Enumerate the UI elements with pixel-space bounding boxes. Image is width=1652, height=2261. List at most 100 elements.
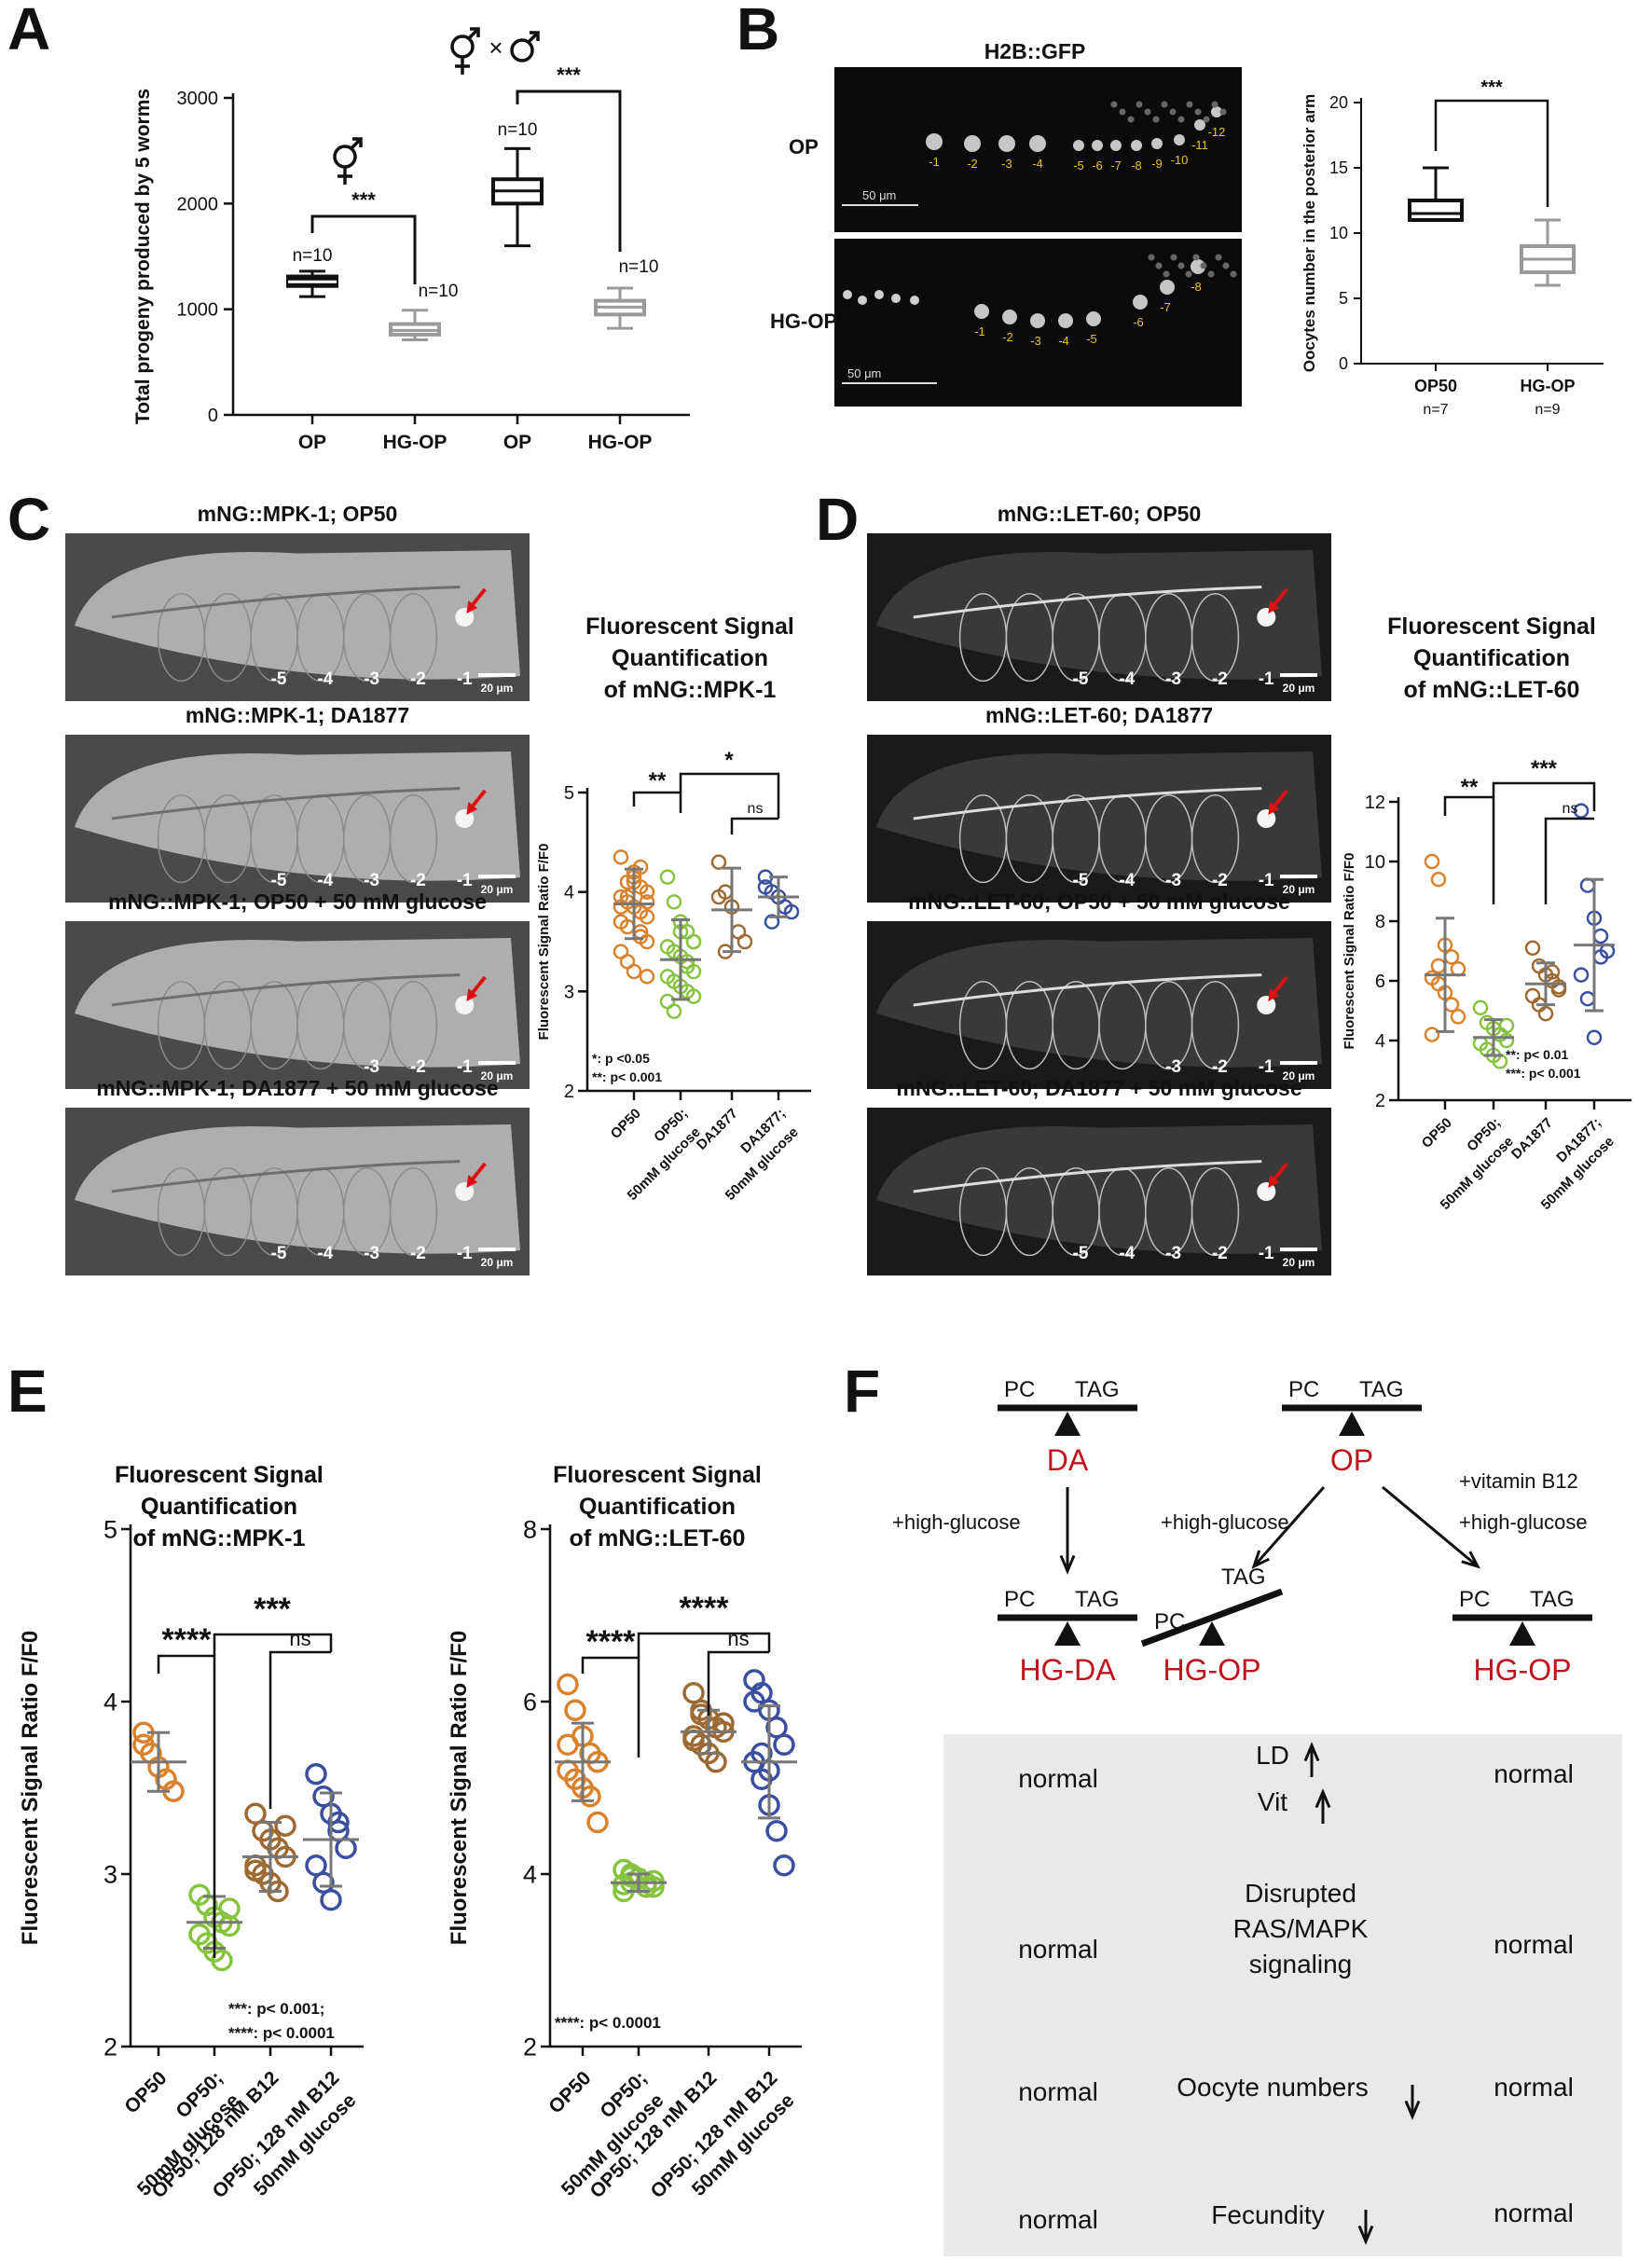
scale-beam xyxy=(1140,1588,1284,1647)
op-nucleus xyxy=(1174,134,1185,145)
micrograph-title: mNG::MPK-1; DA1877 xyxy=(185,703,410,727)
micrograph-title: mNG::LET-60; OP50 + 50 mM glucose xyxy=(908,889,1290,914)
hgop-b12-label: HG-OP xyxy=(1474,1653,1572,1687)
op-nucleus xyxy=(998,135,1015,152)
hgop-nucleus xyxy=(1191,259,1205,274)
germ-nucleus xyxy=(910,296,919,305)
data-point xyxy=(620,1866,642,1888)
data-point xyxy=(764,914,780,930)
herm-arrowhead xyxy=(352,137,363,147)
ld-label: LD xyxy=(1256,1741,1289,1770)
n-label: n=10 xyxy=(498,120,538,140)
op-oocyte-number: -2 xyxy=(967,157,978,171)
oocyte-position-label: -3 xyxy=(364,1244,379,1263)
row-right-text: normal xyxy=(1494,1759,1574,1788)
y-tick-label: 2 xyxy=(103,2033,117,2061)
bright-signal xyxy=(455,608,475,627)
da-label: DA xyxy=(1047,1443,1089,1477)
data-point xyxy=(1524,940,1541,957)
oocyte-position-label: -5 xyxy=(1073,669,1089,689)
sig-label: ns xyxy=(727,1627,749,1650)
chart-title: Quantification xyxy=(579,1494,736,1520)
footnote: **: p< 0.001 xyxy=(592,1069,662,1084)
bright-signal xyxy=(1257,809,1276,828)
germ-nucleus xyxy=(874,290,884,299)
op-label: OP xyxy=(1330,1443,1373,1477)
panel-label-d: D xyxy=(816,486,860,553)
bright-signal xyxy=(455,996,475,1014)
summary-background xyxy=(943,1734,1622,2256)
oocyte-position-label: -2 xyxy=(410,669,426,689)
data-point xyxy=(666,894,682,910)
op-oocyte-number: -11 xyxy=(1191,138,1208,152)
germ-nucleus xyxy=(1203,116,1210,123)
germ-nucleus xyxy=(1194,108,1202,116)
oocyte-outline xyxy=(1191,1167,1240,1257)
sig-bracket xyxy=(730,817,778,834)
scale-label: 50 μm xyxy=(847,366,881,380)
footnote: ****: p< 0.0001 xyxy=(228,2024,335,2042)
sig-label: ns xyxy=(289,1627,310,1650)
y-tick-label: 2 xyxy=(564,1082,574,1102)
chart-title: of mNG::LET-60 xyxy=(570,1525,746,1551)
male-arrowhead xyxy=(530,31,540,41)
y-tick-label: 4 xyxy=(523,1860,537,1888)
hgda-label: HG-DA xyxy=(1019,1653,1116,1687)
data-point xyxy=(564,1699,586,1721)
scale-label: 20 μm xyxy=(1283,1069,1315,1082)
data-point xyxy=(1592,928,1609,944)
red-arrowhead xyxy=(466,802,478,815)
up-arrow xyxy=(1315,1788,1331,1824)
data-point xyxy=(765,1820,788,1842)
oocyte-position-label: -1 xyxy=(1259,871,1274,890)
high-glucose-label: +high-glucose xyxy=(1459,1510,1588,1534)
data-point xyxy=(685,988,702,1004)
data-point xyxy=(666,1003,682,1019)
sig-label: ** xyxy=(1461,775,1479,800)
tag-label: TAG xyxy=(1359,1377,1404,1402)
oocyte-position-label: -1 xyxy=(1259,1057,1274,1077)
sig-label: *** xyxy=(1531,756,1558,781)
chart-title: Quantification xyxy=(141,1494,297,1520)
x-tick-label: HG-OP xyxy=(588,432,653,453)
y-axis-label: Fluorescent Signal Ratio F/F0 xyxy=(536,844,552,1041)
data-point xyxy=(1579,990,1596,1007)
data-point xyxy=(1472,1000,1489,1016)
sig-label: **** xyxy=(680,1591,730,1626)
sig-bracket xyxy=(1492,781,1596,811)
disrupted-label: Disrupted xyxy=(1245,1879,1356,1908)
op-oocyte-number: -12 xyxy=(1208,125,1226,139)
oocyte-position-label: -2 xyxy=(410,871,426,890)
chart-title: of mNG::MPK-1 xyxy=(604,677,777,703)
data-point xyxy=(244,1859,267,1882)
gonad-body xyxy=(75,1124,520,1254)
footnote: **: p< 0.01 xyxy=(1506,1047,1569,1062)
male-icon xyxy=(510,31,540,62)
rachis xyxy=(913,973,1262,1007)
n-label: n=10 xyxy=(619,257,659,277)
pc-label: PC xyxy=(1459,1587,1490,1612)
data-point xyxy=(613,899,629,915)
fecundity-label: Fecundity xyxy=(1211,2200,1324,2229)
germ-nucleus xyxy=(1163,270,1170,278)
data-point xyxy=(1430,958,1447,974)
data-point xyxy=(218,1897,241,1920)
arrow-head xyxy=(1059,1554,1076,1575)
row-left-text: normal xyxy=(1018,1935,1098,1964)
micrograph-title: mNG::MPK-1; OP50 xyxy=(197,502,398,526)
x-tick-label: HG-OP xyxy=(1520,377,1575,395)
panel-label-a: A xyxy=(7,0,51,62)
oocyte-position-label: -5 xyxy=(271,871,287,890)
oocyte-position-label: -4 xyxy=(317,1244,333,1263)
oocyte-position-label: -4 xyxy=(1119,1244,1135,1263)
chart-title: Fluorescent Signal xyxy=(553,1462,762,1488)
data-point xyxy=(320,1889,342,1911)
